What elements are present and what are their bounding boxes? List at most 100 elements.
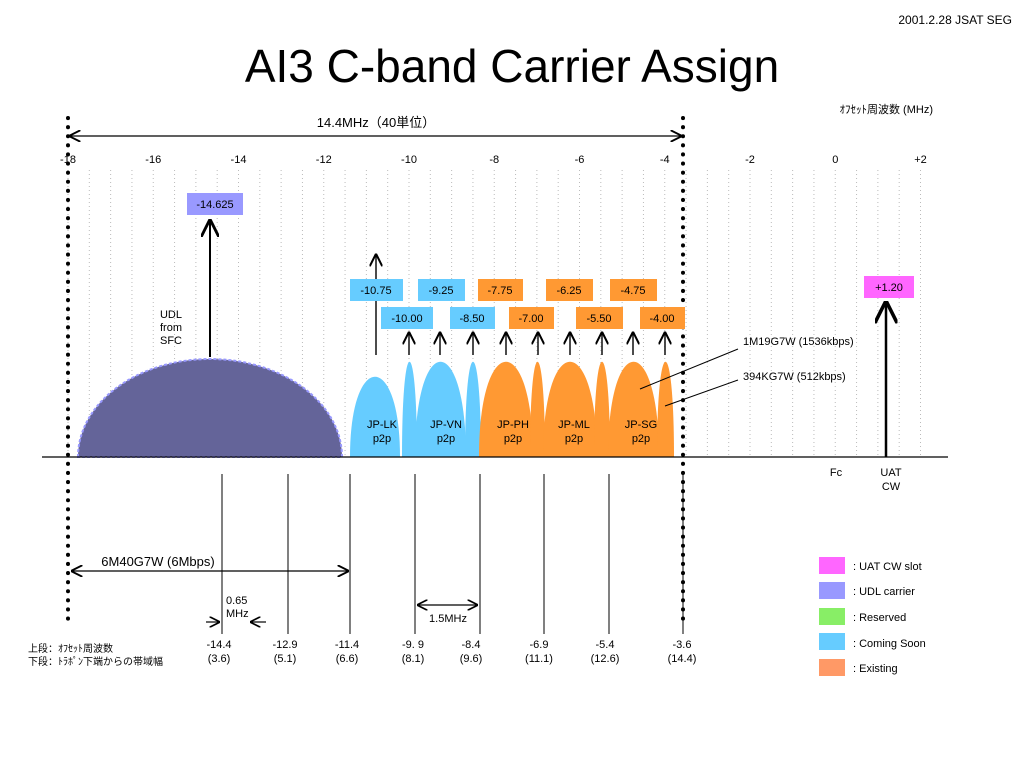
legend-swatch-reserved: [819, 608, 845, 625]
column-offset: -11.4: [335, 639, 359, 651]
column-bandwidth: (8.1): [402, 653, 425, 665]
carrier-vn-narrow: [465, 361, 481, 457]
carrier-mode: p2p: [632, 433, 650, 445]
legend-label-existing: : Existing: [853, 663, 898, 675]
udl-label-line3: SFC: [160, 335, 182, 347]
row-label-lower: 下段：ﾄﾗﾎﾟﾝ下端からの帯域幅: [28, 655, 163, 668]
tick-label: -12: [316, 154, 332, 166]
tick-label: +2: [914, 154, 927, 166]
uat-label-line2: CW: [882, 481, 901, 493]
carrier-ml-narrow: [594, 361, 610, 457]
carrier-ml-wide: [543, 361, 597, 457]
slide-title: AI3 C-band Carrier Assign: [245, 40, 779, 92]
carrier-sg-wide: [608, 361, 659, 457]
legend-label-coming-soon: : Coming Soon: [853, 638, 926, 650]
carrier-name: JP-SG: [625, 419, 657, 431]
udl-bandwidth-label: 6M40G7W (6Mbps): [101, 554, 214, 569]
freq-box-lower: [509, 307, 554, 329]
column-bandwidth: (6.6): [336, 653, 359, 665]
uat-label-line1: UAT: [880, 467, 901, 479]
freq-box-upper: [478, 279, 523, 301]
column-bandwidth: (3.6): [208, 653, 231, 665]
tick-label: -8: [489, 154, 499, 166]
carrier-ph-wide: [479, 361, 533, 457]
legend-label-uat: : UAT CW slot: [853, 561, 922, 573]
freq-label-upper: -7.75: [487, 285, 512, 297]
column-offset: -5.4: [596, 639, 615, 651]
carrier-name: JP-ML: [558, 419, 590, 431]
fc-label: Fc: [830, 467, 843, 479]
carrier-name: JP-LK: [367, 419, 398, 431]
freq-label-upper: -10.75: [360, 285, 391, 297]
freq-label-lower: -5.50: [586, 313, 611, 325]
uat-freq-label: +1.20: [875, 282, 903, 294]
column-bandwidth: (9.6): [460, 653, 483, 665]
udl-label-line1: UDL: [160, 309, 182, 321]
freq-box-lower: [576, 307, 623, 329]
legend-swatch-existing: [819, 659, 845, 676]
column-offset: -12.9: [272, 639, 297, 651]
guard-label-line2: MHz: [226, 608, 249, 620]
carrier-lk-narrow: [402, 361, 417, 457]
column-bandwidth: (12.6): [591, 653, 620, 665]
udl-carrier-shape: [76, 358, 344, 458]
carrier-mode: p2p: [437, 433, 455, 445]
tick-label: -10: [401, 154, 417, 166]
tick-label: -4: [660, 154, 670, 166]
emission-wide-leader: [639, 348, 739, 390]
legend-swatch-udl: [819, 582, 845, 599]
freq-box-upper: [546, 279, 593, 301]
udl-freq-box: [187, 193, 243, 215]
axis-unit-label: ｵﾌｾｯﾄ周波数 (MHz): [840, 103, 934, 116]
freq-label-upper: -4.75: [620, 285, 645, 297]
legend-label-udl: : UDL carrier: [853, 586, 915, 598]
column-offset: -14.4: [206, 639, 231, 651]
freq-label-upper: -6.25: [556, 285, 581, 297]
carrier-sg-narrow: [657, 361, 674, 457]
guard-label-line1: 0.65: [226, 595, 247, 607]
tick-label: -2: [745, 154, 755, 166]
freq-box-upper: [610, 279, 657, 301]
span-label: 14.4MHz（40単位）: [317, 115, 435, 130]
legend-label-reserved: : Reserved: [853, 612, 906, 624]
legend-swatch-coming-soon: [819, 633, 845, 650]
carrier-arrows: [376, 255, 665, 355]
column-bandwidth: (14.4): [668, 653, 697, 665]
freq-box-lower: [381, 307, 433, 329]
column-offset: -9. 9: [402, 639, 424, 651]
carrier-mode: p2p: [504, 433, 522, 445]
legend-swatch-uat: [819, 557, 845, 574]
freq-label-lower: -4.00: [649, 313, 674, 325]
carrier-mode: p2p: [373, 433, 391, 445]
spacing-label: 1.5MHz: [429, 613, 467, 625]
uat-freq-box: [864, 276, 914, 298]
freq-label-lower: -10.00: [391, 313, 422, 325]
carrier-ph-narrow: [530, 361, 545, 457]
legend: : UAT CW slot : UDL carrier : Reserved :…: [819, 557, 926, 676]
column-bandwidth: (11.1): [525, 653, 553, 665]
row-label-upper: 上段：ｵﾌｾｯﾄ周波数: [28, 642, 113, 655]
reference-lines: [221, 474, 684, 634]
freq-box-lower: [450, 307, 495, 329]
bottom-values: -14.4 (3.6) -12.9 (5.1) -11.4 (6.6) -9. …: [206, 639, 696, 665]
carrier-name: JP-PH: [497, 419, 529, 431]
freq-label-lower: -8.50: [459, 313, 484, 325]
udl-label-line2: from: [160, 322, 182, 334]
freq-label-lower: -7.00: [518, 313, 543, 325]
date-label: 2001.2.28 JSAT SEG: [898, 13, 1012, 27]
carrier-name: JP-VN: [430, 419, 462, 431]
freq-box-lower: [640, 307, 685, 329]
tick-label: -18: [60, 154, 76, 166]
freq-box-upper: [350, 279, 403, 301]
carrier-mode: p2p: [565, 433, 583, 445]
column-offset: -6.9: [530, 639, 549, 651]
tick-label: -14: [231, 154, 247, 166]
emission-narrow-leader: [664, 379, 739, 407]
freq-box-upper: [418, 279, 465, 301]
column-offset: -8.4: [462, 639, 481, 651]
carrier-humps: [350, 361, 674, 457]
column-bandwidth: (5.1): [274, 653, 297, 665]
